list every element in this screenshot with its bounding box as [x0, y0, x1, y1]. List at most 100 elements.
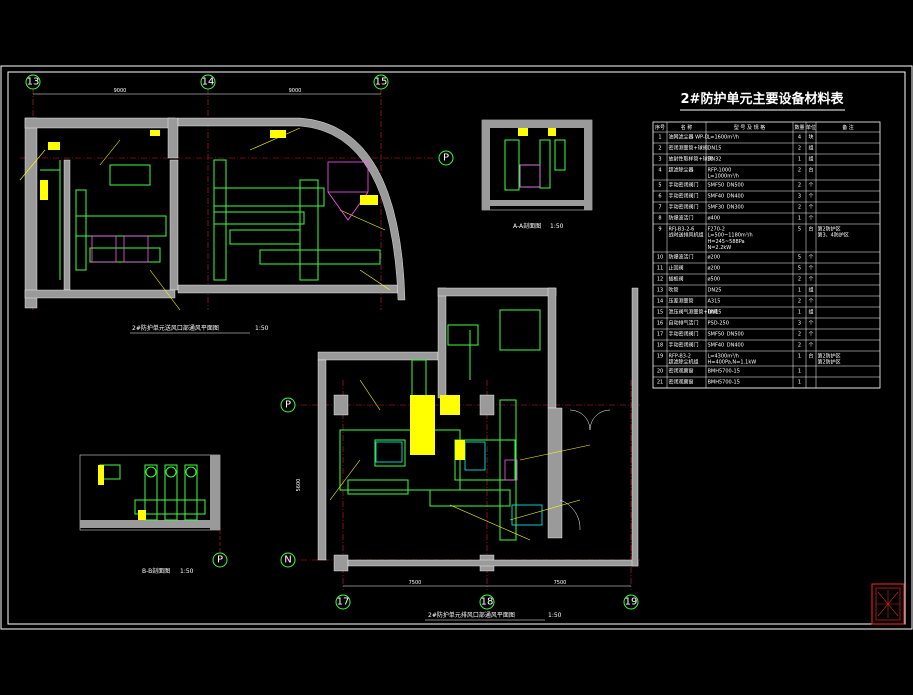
table-cell: 2	[798, 205, 801, 211]
table-cell: 1	[798, 380, 801, 386]
table-cell: 1	[798, 354, 801, 360]
table-cell: 第2防护区	[818, 353, 841, 360]
table-header-cell: 单位	[806, 124, 816, 131]
dim-top-1: 9000	[114, 88, 127, 94]
svg-text:18: 18	[481, 597, 494, 608]
table-cell: H=245~588Pa	[708, 239, 745, 245]
table-cell: A315	[708, 299, 721, 305]
section-a: A-A剖面图 1:50	[481, 119, 593, 230]
table-cell: 2	[798, 299, 801, 305]
svg-text:15: 15	[375, 77, 388, 88]
table-cell: 手动密闭阀门	[669, 182, 699, 189]
table-header-cell: 名 称	[681, 124, 693, 131]
table-cell: 防爆波活门	[669, 215, 694, 222]
table-cell: DN25	[708, 288, 722, 294]
table-header-cell: 序号	[655, 124, 665, 131]
table-cell: 手动密闭阀门	[669, 342, 699, 349]
table-cell: 战时送排风机组	[669, 232, 704, 239]
table-cell: 组	[808, 287, 813, 294]
table-cell: 个	[808, 343, 813, 349]
table-cell: 1	[798, 216, 801, 222]
table-cell: 8	[658, 216, 661, 222]
table-cell: 台	[808, 353, 813, 360]
table-cell: DN15	[708, 310, 722, 316]
table-cell: 个	[808, 183, 813, 189]
svg-text:P: P	[443, 153, 449, 164]
table-cell: 个	[808, 332, 813, 338]
supply-plan: 13 14 15 P 9000 9000	[19, 74, 454, 334]
table-cell: 泄压阀气测量管+球阀	[669, 309, 718, 316]
table-cell: 台	[808, 226, 813, 233]
table-cell: 手动密闭阀门	[669, 193, 699, 200]
grid-bubble-14: 14	[200, 74, 216, 90]
table-cell: 防爆波活门	[669, 254, 694, 261]
table-cell: 3	[798, 194, 801, 200]
grid-bubble-17: 17	[335, 594, 351, 610]
table-cell: 2	[798, 277, 801, 283]
inner-frame	[7, 71, 906, 625]
svg-text:17: 17	[337, 597, 350, 608]
table-cell: 超滤除尘机组	[669, 359, 699, 366]
table-cell: 吹管	[669, 287, 679, 294]
table-cell: 21	[657, 380, 663, 386]
table-cell: ø200	[708, 266, 721, 272]
table-cell: 5	[658, 183, 661, 189]
table-cell: L=1600m³/h	[708, 135, 739, 141]
table-cell: 13	[657, 288, 663, 294]
seal-stamp-icon	[871, 583, 905, 625]
table-cell: 14	[657, 299, 663, 305]
table-cell: 19	[657, 354, 663, 360]
svg-text:P: P	[217, 555, 223, 566]
table-cell: 10	[657, 255, 663, 261]
grid-bubble-p-mid: P	[280, 397, 296, 413]
table-cell: 手动密闭阀门	[669, 204, 699, 211]
table-cell: 组	[808, 145, 813, 152]
caption-supply-plan: 2#防护单元送风口部通风平面图	[132, 324, 219, 332]
table-cell: 密闭观察窗	[669, 379, 694, 386]
table-cell: 5	[798, 227, 801, 233]
table-cell: 组	[808, 156, 813, 163]
grid-bubble-15: 15	[373, 74, 389, 90]
table-cell: RFP-1000	[708, 168, 732, 174]
caption-supply-plan-scale: 1:50	[255, 325, 269, 332]
table-cell: H=400Pa,N=1.1kW	[708, 360, 757, 366]
table-header-cell: 备 注	[842, 124, 854, 131]
table-cell: PSD-250	[708, 321, 729, 327]
table-cell: 1	[798, 310, 801, 316]
svg-text:N: N	[284, 555, 291, 566]
caption-section-a: A-A剖面图	[513, 222, 541, 230]
table-cell: 止回阀	[669, 265, 684, 272]
grid-bubble-13: 13	[25, 74, 41, 90]
table-cell: 3	[658, 157, 661, 163]
table-cell: N=2.2kW	[708, 245, 732, 251]
table-cell: 1	[798, 288, 801, 294]
grid-bubble-p-top: P	[438, 150, 454, 166]
table-cell: ø500	[708, 277, 721, 283]
table-cell: 第2防护区	[818, 359, 841, 366]
caption-section-b: B-B剖面图	[142, 567, 170, 575]
table-cell: 个	[808, 277, 813, 283]
table-cell: 4	[658, 168, 661, 174]
table-cell: 2	[798, 343, 801, 349]
table-cell: 个	[808, 321, 813, 327]
table-cell: 手动密闭阀门	[669, 331, 699, 338]
table-cell: RFP-B3-2	[669, 354, 691, 360]
grid-bubble-19: 19	[623, 594, 639, 610]
table-cell: 17	[657, 332, 663, 338]
table-cell: 个	[808, 205, 813, 211]
table-cell: 15	[657, 310, 663, 316]
table-cell: SMF50 DN500	[708, 332, 744, 338]
table-cell: DN32	[708, 157, 722, 163]
table-header-cell: 型 号 及 规 格	[734, 124, 765, 131]
table-cell: 2	[798, 332, 801, 338]
table-cell: 自动排气活门	[669, 320, 699, 327]
table-cell: 1	[798, 157, 801, 163]
table-cell: 个	[808, 255, 813, 261]
table-cell: 3	[798, 321, 801, 327]
table-cell: 第2防护区	[818, 226, 841, 233]
caption-exhaust-plan: 2#防护单元排风口部通风平面图	[428, 611, 515, 619]
table-cell: 个	[808, 299, 813, 305]
